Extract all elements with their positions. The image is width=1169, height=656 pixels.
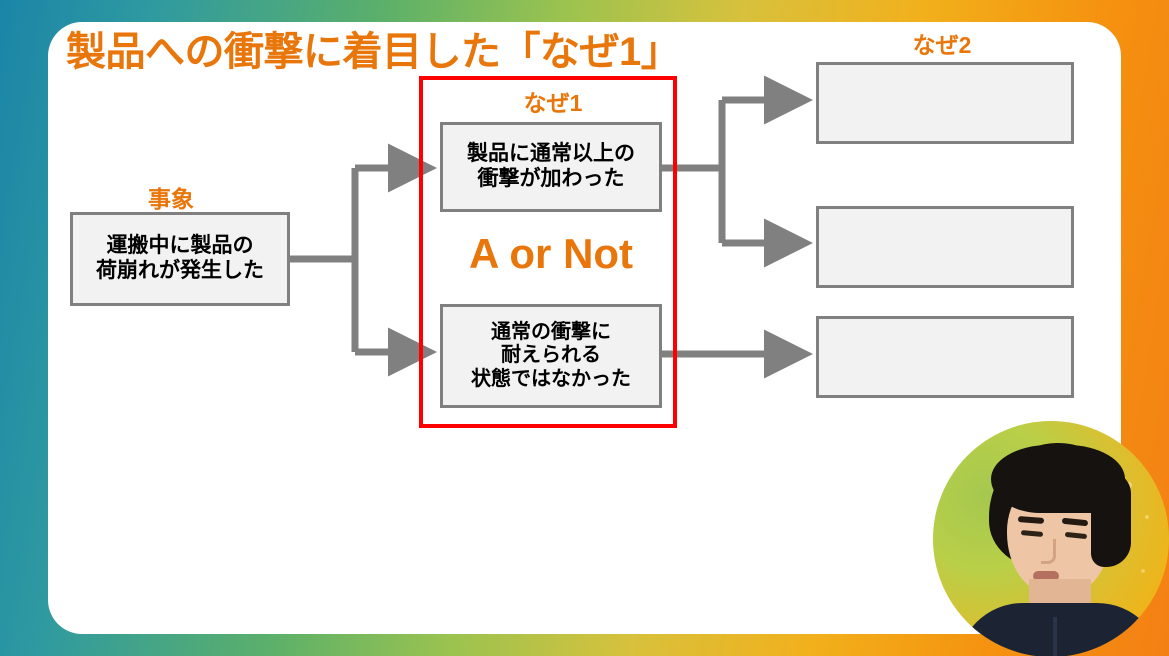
presenter-sideburn bbox=[1091, 471, 1131, 567]
presenter-mouth bbox=[1033, 571, 1059, 581]
node-why2-empty-3[interactable] bbox=[816, 316, 1074, 398]
caption-why1: なぜ1 bbox=[523, 90, 583, 116]
node-why2-empty-2[interactable] bbox=[816, 206, 1074, 288]
node-why1-cause-b[interactable]: 通常の衝撃に 耐えられる 状態ではなかった bbox=[440, 304, 662, 408]
caption-event: 事象 bbox=[148, 186, 194, 212]
decision-label-a-or-not: A or Not bbox=[468, 230, 634, 277]
page-title: 製品への衝撃に着目した「なぜ1」 bbox=[66, 30, 681, 74]
presenter-collar-left bbox=[1025, 605, 1055, 649]
node-why2-empty-1[interactable] bbox=[816, 62, 1074, 144]
presenter-collar-right bbox=[1071, 605, 1101, 649]
presenter-shirt-placket bbox=[1053, 617, 1057, 656]
presenter-video-bubble bbox=[933, 421, 1169, 656]
node-why1-cause-a[interactable]: 製品に通常以上の 衝撃が加わった bbox=[440, 122, 662, 212]
node-event-box[interactable]: 運搬中に製品の 荷崩れが発生した bbox=[70, 212, 290, 306]
presenter-nose bbox=[1041, 539, 1056, 564]
presenter-shirt bbox=[957, 603, 1163, 656]
caption-why2: なぜ2 bbox=[912, 32, 972, 58]
